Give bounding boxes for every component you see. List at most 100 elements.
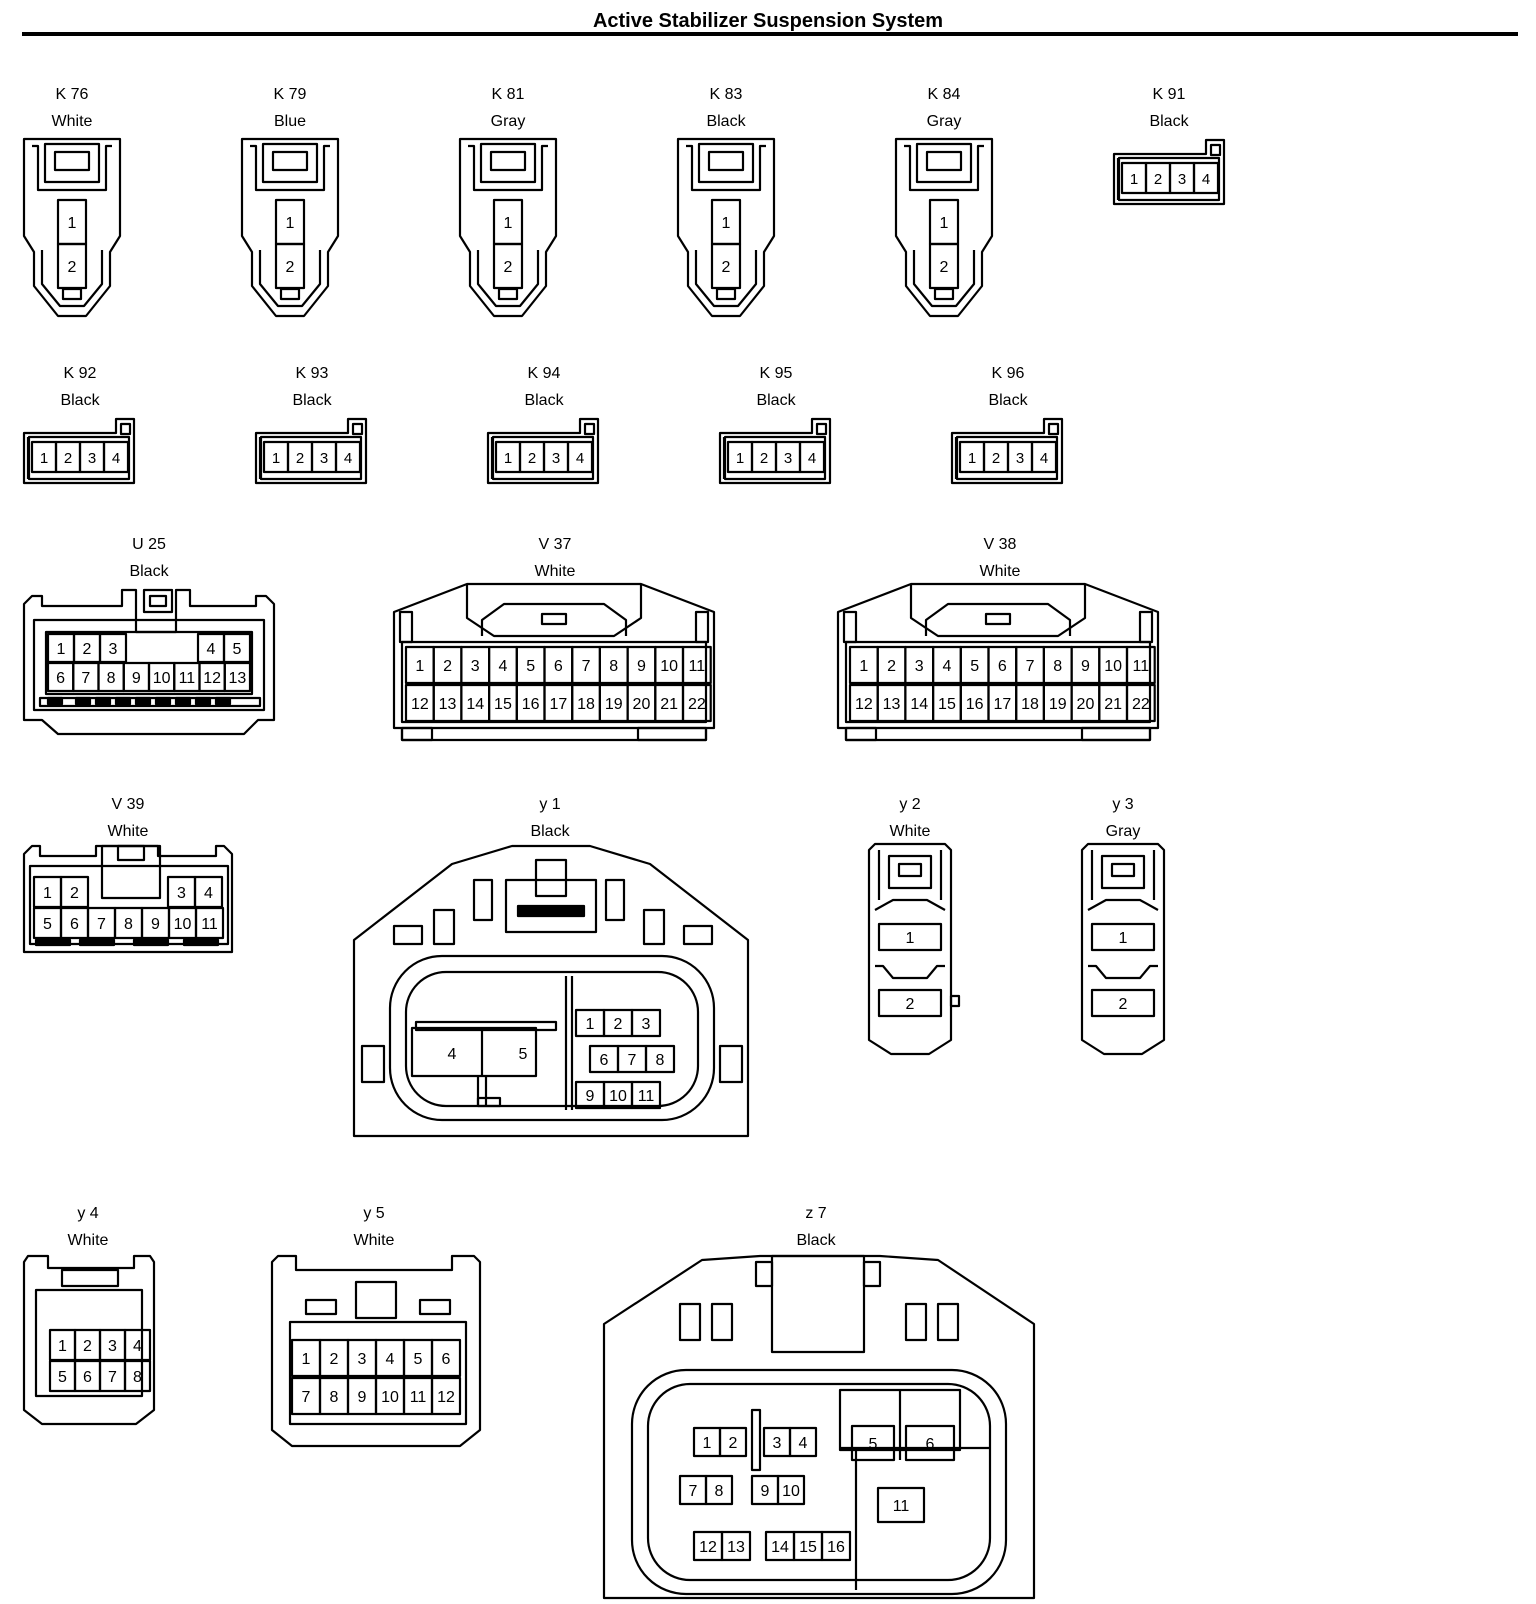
pin-number: 2 (330, 1351, 339, 1368)
housing-outline (894, 137, 994, 318)
pin-number: 20 (633, 696, 651, 713)
housing-outline (694, 610, 710, 644)
connector-code: y 2 (899, 796, 920, 813)
latch-slot (34, 938, 72, 947)
housing-outline (1112, 138, 1226, 206)
pin-number: 14 (771, 1539, 789, 1556)
pin-number: 13 (439, 696, 457, 713)
pin-number: 12 (203, 670, 221, 687)
connector-color: Black (530, 823, 570, 840)
pin-number: 1 (68, 215, 77, 232)
pin-number: 1 (968, 450, 976, 467)
pin-number: 1 (586, 1016, 595, 1033)
pin-number: 10 (660, 658, 678, 675)
pin-number: 4 (344, 450, 352, 467)
pin-cavity (876, 1486, 926, 1524)
housing-outline (465, 584, 643, 638)
connector-code: K 76 (56, 86, 89, 103)
pin-number: 10 (381, 1389, 399, 1406)
housing-outline (887, 854, 933, 890)
pin-number: 11 (201, 916, 218, 933)
pin-number: 11 (179, 670, 196, 687)
pin-number: 1 (415, 658, 424, 675)
pin-number: 3 (108, 1338, 117, 1355)
pin-number: 17 (549, 696, 567, 713)
pin-number: 2 (614, 1016, 623, 1033)
connector-color: Black (796, 1232, 836, 1249)
pin-cavity (630, 1080, 662, 1110)
pin-cavity (102, 440, 130, 474)
housing-outline (119, 422, 132, 436)
housing-outline (476, 1096, 502, 1108)
housing-outline (32, 618, 266, 712)
pin-cavity (1125, 645, 1156, 685)
connector-code: K 92 (64, 365, 97, 382)
pin-number: 1 (58, 1338, 67, 1355)
pin-number: 17 (993, 696, 1011, 713)
connector-color: White (980, 563, 1021, 580)
pin-number: 10 (782, 1483, 800, 1500)
housing-outline (710, 1302, 734, 1342)
pin-number: 8 (715, 1483, 724, 1500)
housing-outline (1088, 964, 1158, 980)
pin-number: 16 (827, 1539, 845, 1556)
pin-number: 3 (109, 641, 118, 658)
pin-number: 2 (729, 1435, 738, 1452)
pin-number: 9 (151, 916, 160, 933)
housing-outline (271, 150, 309, 172)
latch-slot (74, 696, 92, 706)
pin-number: 3 (471, 658, 480, 675)
pin-cavity (56, 242, 88, 290)
pin-number: 7 (582, 658, 591, 675)
housing-outline (392, 924, 424, 946)
pin-number: 13 (883, 696, 901, 713)
latch-slot (134, 696, 152, 706)
pin-number: 6 (56, 670, 65, 687)
housing-outline (875, 964, 945, 980)
connector-code: y 3 (1112, 796, 1133, 813)
pin-number: 1 (504, 215, 513, 232)
housing-outline (867, 842, 953, 1056)
pin-number: 13 (727, 1539, 745, 1556)
pin-cavity (644, 1044, 676, 1074)
pin-cavity (274, 242, 306, 290)
housing-outline (904, 144, 984, 192)
housing-outline (924, 602, 1072, 636)
pin-number: 1 (1130, 171, 1138, 188)
pin-number: 6 (926, 1436, 935, 1453)
pin-number: 4 (207, 641, 216, 658)
housing-outline (22, 1254, 156, 1426)
housing-outline (1100, 854, 1146, 890)
housing-outline (279, 287, 301, 301)
housing-outline (352, 844, 750, 1138)
seal-outer (630, 1368, 1008, 1596)
connector-color: White (52, 113, 93, 130)
pin-number: 2 (722, 259, 731, 276)
connector-color: White (890, 823, 931, 840)
connector-code: K 96 (992, 365, 1025, 382)
pin-number: 1 (859, 658, 868, 675)
connector-code: y 5 (363, 1205, 384, 1222)
pin-number: 5 (58, 1369, 67, 1386)
pin-number: 22 (688, 696, 706, 713)
pin-number: 11 (689, 658, 706, 675)
connector-color: Black (756, 392, 796, 409)
pin-number: 1 (302, 1351, 311, 1368)
pin-number: 2 (70, 885, 79, 902)
pin-number: 15 (938, 696, 956, 713)
housing-outline (877, 850, 943, 900)
pin-number: 10 (609, 1088, 627, 1105)
housing-outline (718, 417, 832, 485)
connector-color: White (108, 823, 149, 840)
pin-number: 2 (1154, 171, 1162, 188)
pin-number: 1 (286, 215, 295, 232)
latch-slot (46, 696, 64, 706)
pin-cavity (430, 1376, 462, 1416)
pin-number: 8 (1053, 658, 1062, 675)
housing-outline (270, 1254, 482, 1448)
connector-code: K 91 (1153, 86, 1186, 103)
pin-cavity (630, 1008, 662, 1038)
pin-number: 8 (330, 1389, 339, 1406)
housing-outline (770, 1254, 866, 1354)
connector-code: y 4 (77, 1205, 98, 1222)
